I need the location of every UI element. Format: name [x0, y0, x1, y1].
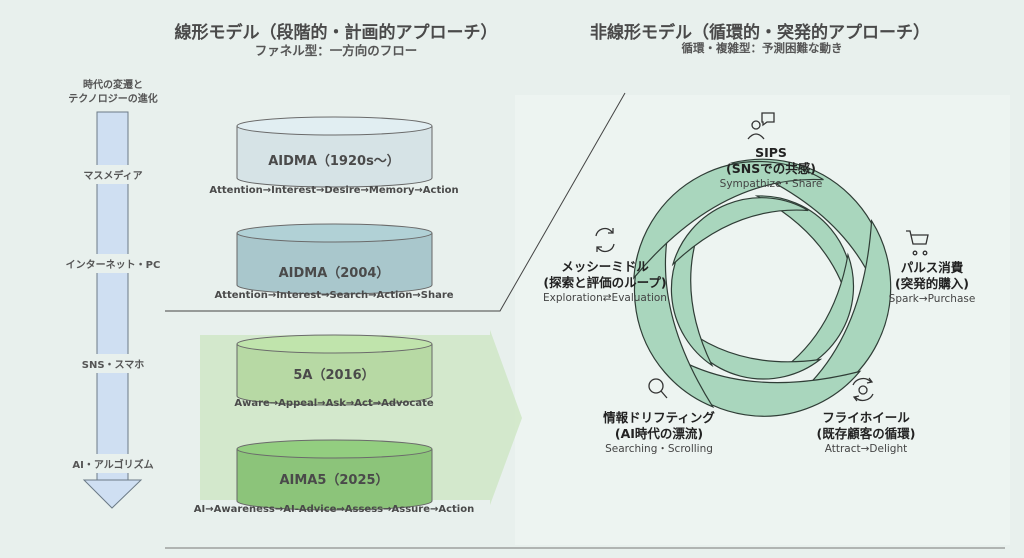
node-title: 情報ドリフティング	[603, 410, 715, 425]
refresh-icon	[595, 227, 615, 253]
model-flow: Attention→Interest→Search→Action→Share	[214, 290, 454, 301]
node-title: フライホイール	[822, 410, 910, 425]
model-name: AIMA5（2025）	[279, 473, 389, 488]
linear-title: 線形モデル（段階的・計画的アプローチ）	[174, 23, 498, 43]
node-subtitle: (AI時代の漂流)	[614, 426, 704, 441]
era-label: AI・アルゴリズム	[72, 454, 154, 473]
node-sips: SIPS (SNSでの共感) Sympathize・Share	[720, 145, 823, 192]
model-cylinder	[236, 116, 433, 188]
linear-subtitle: ファネル型：一方向のフロー	[254, 43, 418, 58]
model-name: AIDMA（1920s～）	[268, 154, 400, 169]
model-name: 5A（2016）	[293, 368, 375, 383]
cart-icon	[906, 230, 929, 256]
node-english: Sympathize・Share	[719, 178, 823, 190]
node-english: Attract→Delight	[824, 443, 908, 455]
node-drifting: 情報ドリフティング (AI時代の漂流) Searching・Scrolling	[603, 410, 715, 457]
model-cylinder	[236, 334, 433, 406]
node-english: Searching・Scrolling	[605, 443, 713, 455]
nonlinear-title: 非線形モデル（循環的・突発的アプローチ）	[590, 23, 930, 43]
model-flow: Attention→Interest→Desire→Memory→Action	[209, 185, 459, 196]
model-cylinder	[236, 439, 433, 511]
model-flow: AI→Awareness→AI-Advice→Assess→Assure→Act…	[193, 504, 475, 515]
era-label: インターネット・PC	[65, 254, 161, 273]
timeline-heading-line2: テクノロジーの進化	[68, 94, 158, 105]
spiral-blade	[633, 160, 824, 280]
node-messy-middle: メッシーミドル (探索と評価のループ) Exploration⇄Evaluati…	[543, 259, 667, 306]
timeline-heading: 時代の変遷と テクノロジーの進化	[68, 79, 157, 107]
node-subtitle: (SNSでの共感)	[726, 161, 816, 176]
search-icon	[648, 378, 668, 399]
model-name: AIDMA（2004）	[278, 266, 390, 281]
era-label: SNS・スマホ	[81, 354, 145, 373]
cycle-icon	[852, 377, 874, 402]
node-title: メッシーミドル	[561, 259, 649, 274]
node-flywheel: フライホイール (既存顧客の循環) Attract→Delight	[817, 410, 916, 457]
era-label: マスメディア	[83, 165, 143, 184]
node-title: SIPS	[755, 145, 787, 160]
node-subtitle: (既存顧客の循環)	[816, 426, 916, 441]
node-title: パルス消費	[900, 260, 964, 275]
model-flow: Aware→Appeal→Ask→Act→Advocate	[234, 398, 434, 409]
model-cylinder	[236, 223, 433, 295]
person-chat-icon	[747, 112, 775, 140]
spiral-graphic	[633, 158, 892, 417]
nonlinear-subtitle: 循環・複雑型：予測困難な動き	[681, 41, 843, 55]
node-subtitle: (探索と評価のループ)	[543, 275, 667, 290]
timeline-heading-line1: 時代の変遷と	[83, 80, 143, 91]
node-english: Spark→Purchase	[888, 293, 976, 305]
node-english: Exploration⇄Evaluation	[543, 292, 667, 304]
divider-line	[165, 92, 626, 312]
node-pulse: パルス消費 (突発的購入) Spark→Purchase	[889, 260, 976, 307]
node-subtitle: (突発的購入)	[895, 276, 969, 291]
